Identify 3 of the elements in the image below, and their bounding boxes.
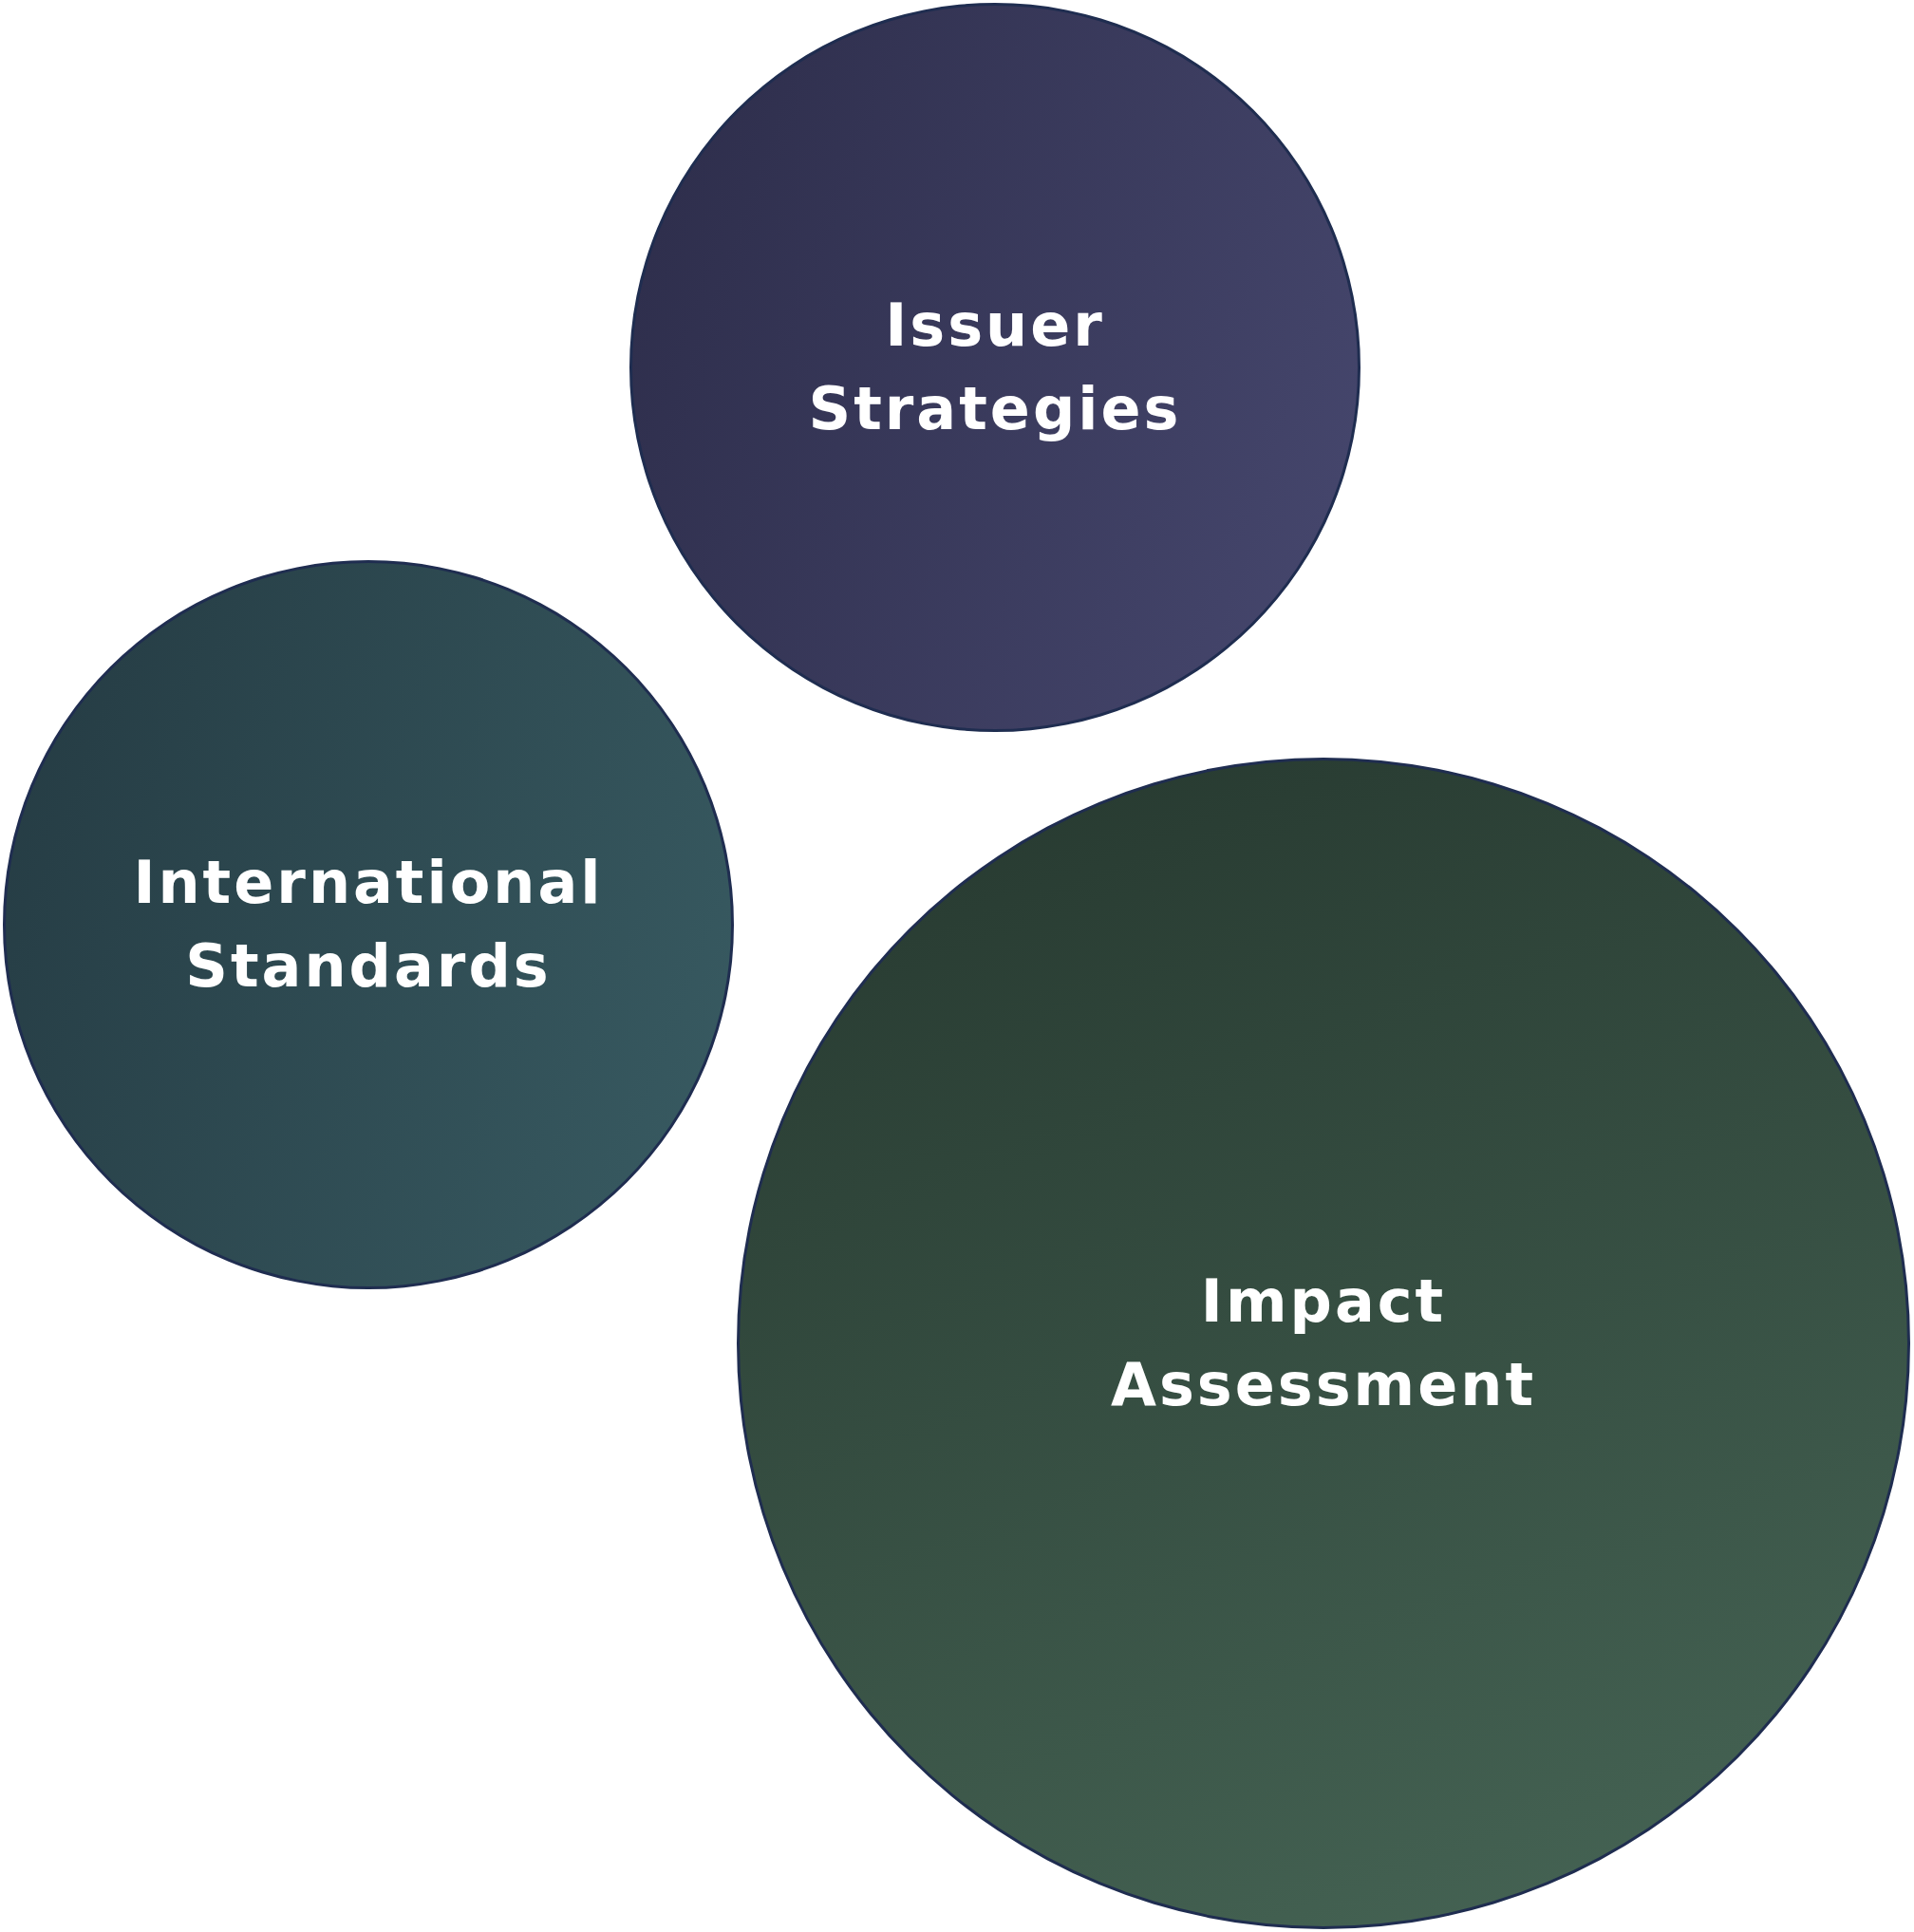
- circle-label: International Standards: [132, 847, 605, 1003]
- circle-label: Impact Assessment: [1109, 1266, 1538, 1421]
- circle-label: Issuer Strategies: [807, 290, 1183, 445]
